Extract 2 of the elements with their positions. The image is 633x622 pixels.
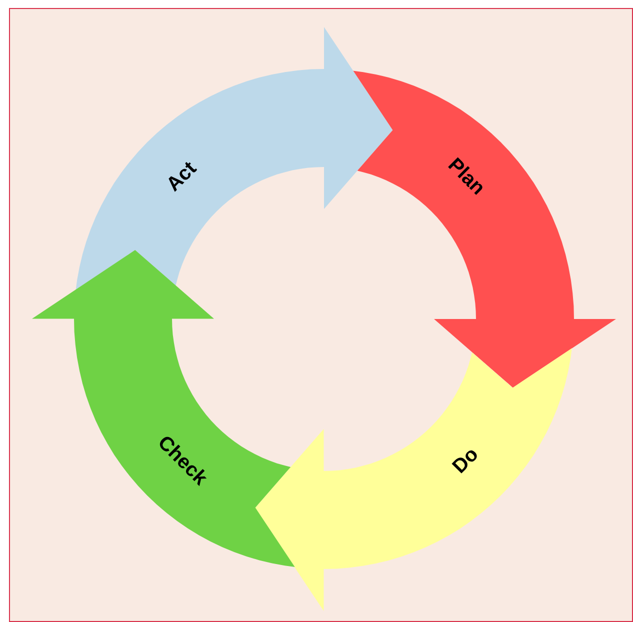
stage-label: Act <box>162 157 202 196</box>
stage-label: Do <box>448 444 484 479</box>
